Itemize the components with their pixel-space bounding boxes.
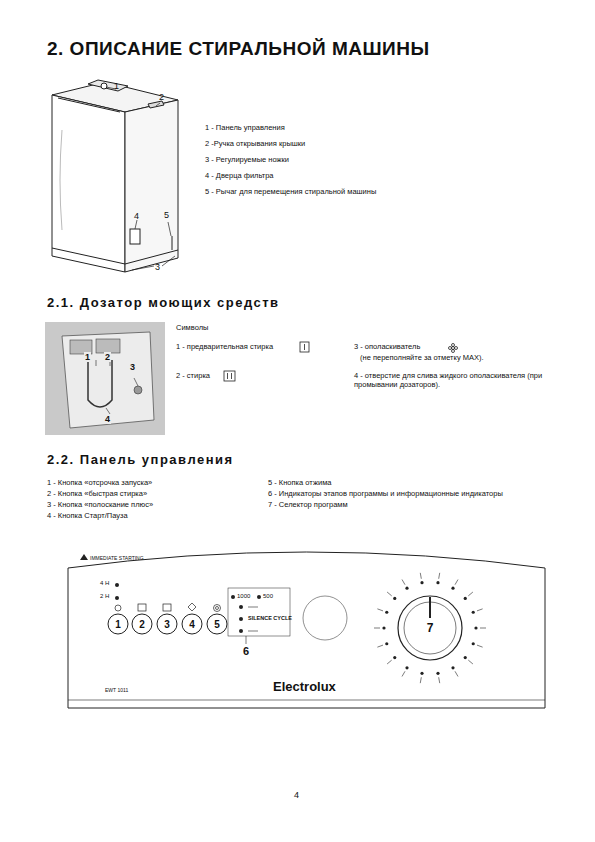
- leader-lines: [106, 87, 175, 270]
- callout-number: 4: [134, 211, 139, 221]
- symbol-legend: 4 - отверстие для слива жидкого ополаски…: [354, 372, 569, 389]
- panel-legend: 7 - Селектор программ: [268, 501, 348, 510]
- panel-legend: 6 - Индикаторы этапов программы и информ…: [268, 490, 503, 499]
- program-selector: 7: [397, 595, 463, 661]
- panel-button: 2: [131, 613, 153, 635]
- symbol-legend: 1 - предварительная стирка: [176, 343, 273, 352]
- symbols-heading: Символы: [176, 324, 208, 333]
- panel-button: 1: [107, 613, 129, 635]
- panel-print: 4 H: [100, 580, 109, 587]
- callout-number: 1: [114, 81, 119, 91]
- callout-number: 2: [159, 92, 164, 102]
- part-legend: 1 - Панель управления: [205, 124, 285, 133]
- button-number: 4: [181, 613, 203, 635]
- model-name: EWT 1011: [105, 688, 128, 694]
- detergent-dispenser: [45, 322, 165, 435]
- part-legend: 2 -Ручка открывания крышки: [205, 140, 305, 149]
- page-title: 2. ОПИСАНИЕ СТИРАЛЬНОЙ МАШИНЫ: [47, 38, 430, 60]
- panel-legend: 2 - Кнопка «быстрая стирка»: [47, 490, 147, 499]
- panel-button: 4: [181, 613, 203, 635]
- symbol-note: (не переполняйте за отметку MAX).: [360, 354, 484, 363]
- control-panel: [68, 552, 545, 708]
- panel-print: 500: [263, 593, 273, 600]
- panel-legend: 1 - Кнопка «отсрочка запуска»: [47, 479, 152, 488]
- callout-number: 5: [164, 210, 169, 220]
- callout-number: 3: [129, 362, 136, 372]
- page-number: 4: [294, 790, 299, 800]
- callout-number: 2: [104, 352, 111, 362]
- panel-print: 1000: [237, 593, 250, 600]
- callout-number: 1: [84, 352, 91, 362]
- section-heading: 2.2. Панель управления: [47, 453, 234, 468]
- button-number: 2: [131, 613, 153, 635]
- panel-legend: 5 - Кнопка отжима: [268, 479, 332, 488]
- button-number: 3: [156, 613, 178, 635]
- button-number: 7: [397, 595, 463, 661]
- callout-number: 6: [243, 645, 249, 658]
- button-number: 1: [107, 613, 129, 635]
- washing-machine: [52, 80, 178, 272]
- panel-button: 3: [156, 613, 178, 635]
- part-legend: 3 - Регулируемые ножки: [205, 156, 289, 165]
- section-heading: 2.1. Дозатор моющих средств: [47, 296, 280, 311]
- symbol-legend: 2 - стирка: [176, 372, 210, 381]
- callout-number: 4: [104, 414, 111, 424]
- button-number: 5: [206, 613, 228, 635]
- part-legend: 4 - Дверца фильтра: [205, 172, 274, 181]
- panel-legend: 4 - Кнопка Старт/Пауза: [47, 512, 128, 521]
- brand-name: Electrolux: [273, 680, 336, 695]
- part-legend: 5 - Рычаг для перемещения стиральной маш…: [205, 188, 376, 197]
- callout-number: 3: [155, 262, 160, 272]
- symbol-legend: 3 - ополаскиватель: [354, 343, 420, 352]
- panel-legend: 3 - Кнопка «полоскание плюс»: [47, 501, 153, 510]
- panel-print: SILENCE CYCLE: [248, 615, 292, 621]
- panel-button: 5: [206, 613, 228, 635]
- panel-print: 2 H: [100, 593, 109, 600]
- panel-print: IMMEDIATE STARTING: [90, 556, 144, 562]
